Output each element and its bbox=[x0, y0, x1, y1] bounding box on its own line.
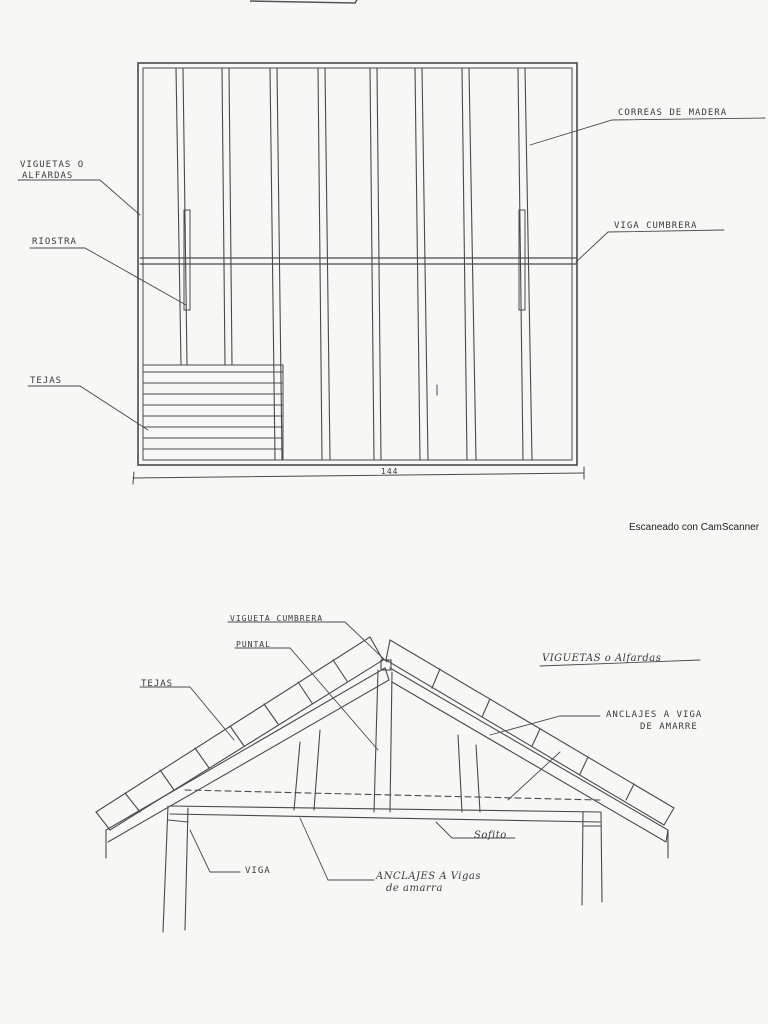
tile-rows bbox=[142, 371, 284, 450]
roof-section-view bbox=[95, 621, 701, 933]
left-strut bbox=[293, 729, 321, 811]
dimension-line bbox=[132, 472, 585, 479]
king-post bbox=[373, 669, 393, 813]
ridge-joist bbox=[380, 659, 392, 671]
left-roof-tiles bbox=[95, 636, 384, 831]
right-strut bbox=[457, 734, 481, 813]
right-rafter bbox=[389, 667, 669, 843]
left-column bbox=[162, 805, 189, 933]
label-viguetas-line2: ALFARDAS bbox=[22, 171, 74, 181]
label-viguetas-line1: VIGUETAS O bbox=[20, 160, 85, 170]
label-viguetas-alfardas: VIGUETAS o Alfardas bbox=[542, 653, 662, 664]
camscanner-watermark: Escaneado con CamScanner bbox=[629, 522, 760, 533]
tie-beam-bottom bbox=[169, 813, 601, 823]
plan-leaders bbox=[17, 117, 766, 431]
label-anclajes-vigas-line2: de amarra bbox=[386, 883, 443, 894]
label-viga-cumbrera: VIGA CUMBRERA bbox=[614, 221, 698, 231]
left-rafter bbox=[105, 667, 390, 843]
label-tejas-section: TEJAS bbox=[141, 679, 174, 689]
label-anclajes-viga-line2: DE AMARRE bbox=[640, 722, 698, 732]
label-anclajes-viga-line1: ANCLAJES A VIGA bbox=[606, 710, 703, 720]
left-tile-divisions bbox=[124, 659, 348, 813]
tie-beam-top bbox=[169, 805, 601, 813]
right-column bbox=[581, 811, 603, 906]
tile-area bbox=[142, 364, 284, 461]
label-correas-de-madera: CORREAS DE MADERA bbox=[618, 108, 728, 118]
brace-right bbox=[518, 209, 526, 311]
label-dimension: 144 bbox=[381, 467, 399, 476]
plan-outer-frame bbox=[137, 62, 578, 466]
scan-edge-mark bbox=[249, 0, 358, 4]
label-sofito: Sofito bbox=[474, 830, 507, 841]
label-vigueta-cumbrera: VIGUETA CUMBRERA bbox=[230, 614, 324, 623]
label-puntal: PUNTAL bbox=[236, 640, 271, 649]
label-riostra: RIOSTRA bbox=[32, 237, 77, 247]
label-anclajes-vigas-line1: ANCLAJES A Vigas bbox=[376, 871, 481, 882]
section-leaders bbox=[139, 621, 701, 881]
label-viga: VIGA bbox=[245, 866, 271, 876]
right-roof-tiles bbox=[385, 639, 675, 826]
brace-left bbox=[183, 209, 191, 311]
roof-plan-view bbox=[17, 62, 766, 485]
right-tile-divisions bbox=[431, 668, 635, 801]
label-tejas-plan: TEJAS bbox=[30, 376, 63, 386]
